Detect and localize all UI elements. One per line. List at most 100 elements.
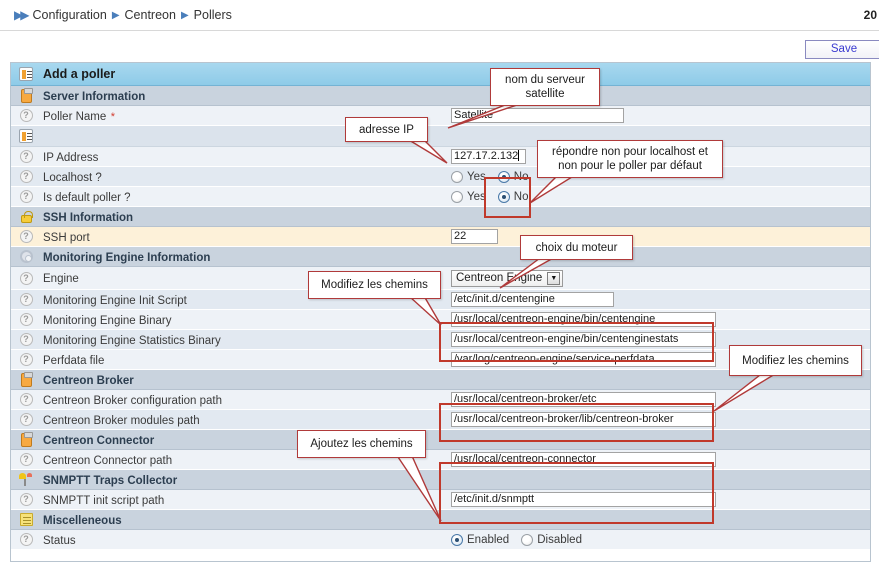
section-label-cell: Monitoring Engine Information [41, 248, 451, 266]
field-value-cell: /usr/local/centreon-broker/etc [451, 392, 870, 407]
help-icon-cell: ? [11, 313, 41, 326]
section-label-cell: Miscelleneous [41, 511, 451, 529]
text-caret [518, 150, 520, 161]
localhost-radio-no-label: No [513, 170, 529, 183]
ip-address-input[interactable]: 127.17.2.132 [451, 149, 526, 164]
help-icon[interactable]: ? [19, 190, 33, 203]
field-label: Monitoring Engine Init Script [43, 294, 187, 307]
help-icon-cell: ? [11, 453, 41, 466]
field-label-cell: Monitoring Engine Binary [41, 311, 451, 329]
field-row-poller-name: ? Poller Name * Satellite [11, 106, 870, 126]
form-title-label-cell: Add a poller [41, 65, 451, 83]
field-label-cell: IP Address [41, 148, 451, 166]
gear-icon [19, 250, 33, 263]
section-header-centreon-connector: Centreon Connector [11, 430, 870, 450]
form-icon [19, 67, 33, 81]
field-label-cell: Centreon Connector path [41, 451, 451, 469]
field-label-cell: Engine [41, 269, 451, 287]
help-icon-cell: ? [11, 271, 41, 285]
section-icon-cell [11, 210, 41, 223]
field-row-engine-binary: ? Monitoring Engine Binary /usr/local/ce… [11, 310, 870, 330]
chevron-down-icon[interactable]: ▼ [547, 271, 561, 285]
engine-stats-binary-input[interactable]: /usr/local/centreon-engine/bin/centengin… [451, 332, 716, 347]
annotation-ajoutez-les-chemins: Ajoutez les chemins [297, 430, 426, 458]
section-icon-cell [11, 129, 41, 143]
section-header-server-information: Server Information [11, 86, 870, 106]
help-icon[interactable]: ? [19, 230, 33, 243]
section-title: Monitoring Engine Information [43, 251, 211, 264]
engine-init-script-input[interactable]: /etc/init.d/centengine [451, 292, 614, 307]
breadcrumb-item-configuration[interactable]: Configuration [32, 8, 107, 22]
field-row-broker-config-path: ? Centreon Broker configuration path /us… [11, 390, 870, 410]
help-icon-cell: ? [11, 230, 41, 243]
help-icon[interactable]: ? [19, 493, 33, 506]
field-label-cell: Is default poller ? [41, 188, 451, 206]
annotation-repondre-non: répondre non pour localhost et non pour … [537, 140, 723, 178]
status-radio-enabled[interactable] [451, 533, 463, 546]
help-icon-cell: ? [11, 293, 41, 306]
help-icon[interactable]: ? [19, 413, 33, 426]
help-icon[interactable]: ? [19, 109, 33, 122]
field-label: SSH port [43, 231, 90, 244]
section-title: Miscelleneous [43, 514, 122, 527]
help-icon-cell: ? [11, 533, 41, 546]
annotation-text: nom du serveur satellite [505, 74, 585, 100]
localhost-radio-no[interactable] [497, 170, 510, 183]
default-poller-radio-yes[interactable] [451, 190, 463, 203]
breadcrumb: ▶▶ Configuration ▶ Centreon ▶ Pollers [0, 0, 879, 31]
poller-name-input[interactable]: Satellite [451, 108, 624, 123]
connector-path-input[interactable]: /usr/local/centreon-connector [451, 452, 716, 467]
help-icon-cell: ? [11, 150, 41, 163]
help-icon-cell: ? [11, 353, 41, 366]
default-poller-radio-yes-label: Yes [467, 190, 486, 203]
snmp-trap-icon [19, 472, 33, 487]
field-row-ip-address: ? IP Address 127.17.2.132 [11, 147, 870, 167]
section-icon-cell [11, 250, 41, 263]
default-poller-radio-no[interactable] [497, 190, 510, 203]
double-arrow-icon: ▶▶ [14, 8, 30, 22]
breadcrumb-item-centreon[interactable]: Centreon [124, 8, 176, 22]
annotation-text: choix du moteur [535, 241, 618, 254]
field-row-snmptt-init-script-path: ? SNMPTT init script path /etc/init.d/sn… [11, 490, 870, 510]
help-icon[interactable]: ? [19, 393, 33, 406]
help-icon[interactable]: ? [19, 271, 33, 285]
section-label-cell: SSH Information [41, 208, 451, 226]
help-icon-cell: ? [11, 393, 41, 406]
section-label-cell: Centreon Broker [41, 371, 451, 389]
snmptt-init-script-path-input[interactable]: /etc/init.d/snmptt [451, 492, 716, 507]
field-label: Poller Name [43, 110, 107, 123]
page-title: Add a poller [43, 67, 116, 81]
lock-icon [20, 210, 33, 223]
help-icon[interactable]: ? [19, 313, 33, 326]
help-icon[interactable]: ? [19, 170, 33, 183]
field-value-cell: Centreon Engine ▼ [451, 269, 870, 287]
field-value-cell: /etc/init.d/centengine [451, 292, 870, 307]
annotation-nom-du-serveur: nom du serveur satellite [490, 68, 600, 106]
required-marker: * [110, 110, 116, 123]
engine-binary-input[interactable]: /usr/local/centreon-engine/bin/centengin… [451, 312, 716, 327]
broker-modules-path-input[interactable]: /usr/local/centreon-broker/lib/centreon-… [451, 412, 716, 427]
save-button[interactable]: Save [805, 40, 879, 59]
section-header-network [11, 126, 870, 147]
field-label-cell: Status [41, 531, 451, 549]
help-icon[interactable]: ? [19, 353, 33, 366]
status-radio-enabled-label: Enabled [467, 533, 510, 546]
help-icon[interactable]: ? [19, 333, 33, 346]
status-radio-disabled[interactable] [521, 533, 534, 546]
breadcrumb-item-pollers[interactable]: Pollers [193, 8, 232, 22]
broker-config-path-input[interactable]: /usr/local/centreon-broker/etc [451, 392, 716, 407]
field-label-cell: Monitoring Engine Init Script [41, 291, 451, 309]
field-label: Engine [43, 273, 79, 285]
annotation-choix-du-moteur: choix du moteur [520, 235, 633, 260]
default-poller-radio-group: Yes No [451, 190, 536, 203]
localhost-radio-yes[interactable] [451, 170, 463, 183]
help-icon[interactable]: ? [19, 293, 33, 306]
perfdata-file-input[interactable]: /var/log/centreon-engine/service-perfdat… [451, 352, 716, 367]
ssh-port-input[interactable]: 22 [451, 229, 498, 244]
field-row-broker-modules-path: ? Centreon Broker modules path /usr/loca… [11, 410, 870, 430]
help-icon[interactable]: ? [19, 453, 33, 466]
engine-select[interactable]: Centreon Engine ▼ [451, 269, 564, 287]
help-icon[interactable]: ? [19, 150, 33, 163]
help-icon[interactable]: ? [19, 533, 33, 546]
